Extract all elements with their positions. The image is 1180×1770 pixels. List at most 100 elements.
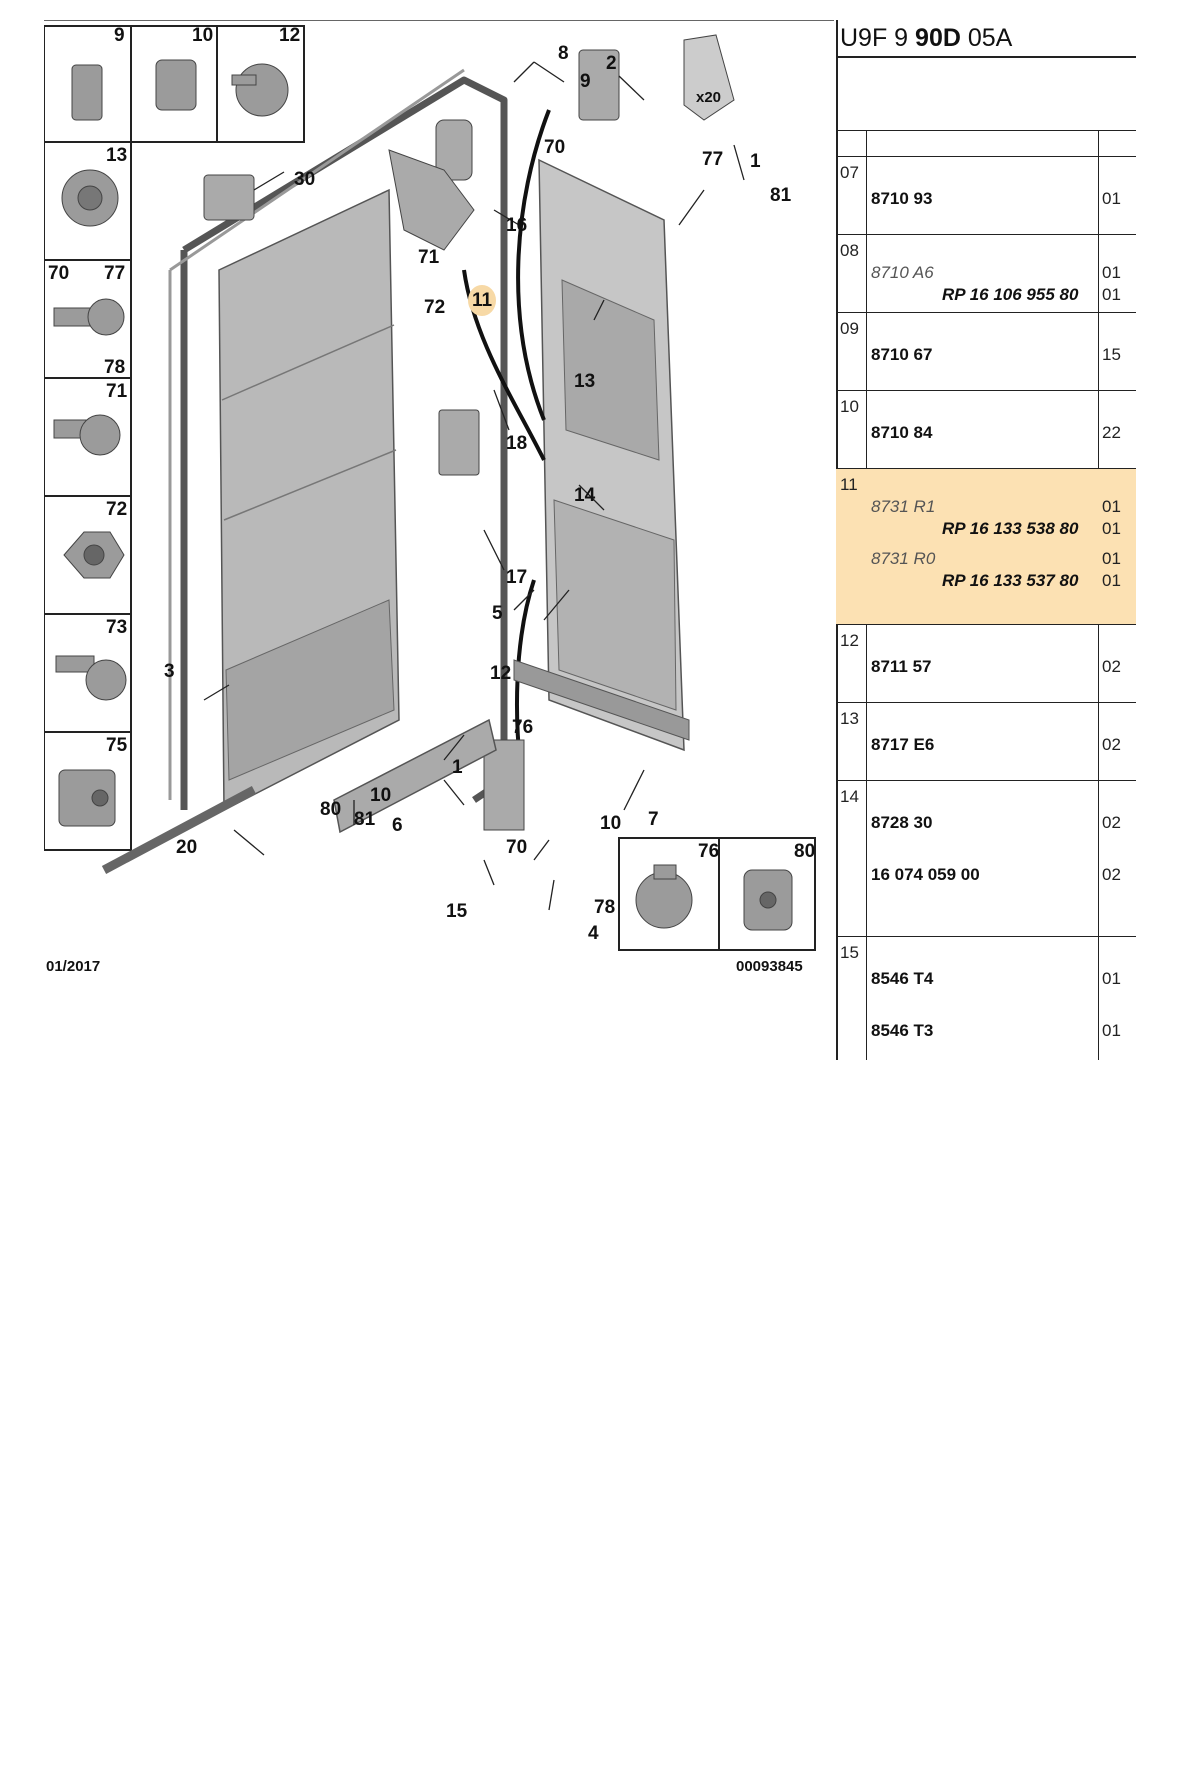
thumb-label: 12 — [279, 25, 301, 46]
part-ref-number: 11 — [840, 475, 858, 494]
part-ref-number: 07 — [840, 163, 859, 182]
parts-row[interactable]: 07 8710 93 01 — [836, 156, 1136, 235]
part-qty: 01 — [1102, 497, 1121, 516]
callout: 70 — [544, 137, 566, 158]
push-rivet-icon — [235, 63, 289, 117]
bolt-icon — [55, 655, 95, 673]
cap-icon — [635, 871, 693, 929]
part-qty: 01 — [1102, 285, 1121, 304]
callout: 78 — [594, 897, 616, 918]
bag-label: x20 — [696, 89, 722, 106]
part-qty: 15 — [1102, 345, 1121, 364]
thumb-label: 73 — [106, 617, 128, 638]
callout: 18 — [506, 433, 528, 454]
part-code: 8710 93 — [871, 189, 933, 208]
callout: 71 — [418, 247, 440, 268]
part-qty: 01 — [1102, 263, 1121, 282]
part-ref-number: 15 — [840, 943, 859, 962]
thumb-label: 70 — [48, 263, 70, 284]
diagram-date: 01/2017 — [46, 958, 101, 975]
part-ref-number: 09 — [840, 319, 859, 338]
clip-icon — [155, 59, 197, 111]
callout: 8 — [558, 43, 569, 64]
part-qty: 01 — [1102, 519, 1121, 538]
callout: 6 — [392, 815, 403, 836]
callout: 30 — [294, 169, 316, 190]
thumb-label: 75 — [106, 735, 128, 756]
exploded-diagram: 9 10 12 13 70 77 78 71 72 73 75 76 80 x2… — [44, 20, 834, 1060]
parts-row[interactable]: 14 8728 30 02 16 074 059 00 02 — [836, 780, 1136, 937]
callout: 7 — [648, 809, 659, 830]
callout: 2 — [606, 53, 617, 74]
part-qty: 02 — [1102, 657, 1121, 676]
thumb-label: 72 — [106, 499, 128, 520]
part-code: 8711 57 — [871, 657, 932, 676]
part-ref-number: 08 — [840, 241, 859, 260]
part-code: 8546 T4 — [871, 969, 934, 988]
part-qty: 02 — [1102, 865, 1121, 884]
part-qty: 02 — [1102, 813, 1121, 832]
thumb-label: 80 — [794, 841, 816, 862]
ref-suffix: 05A — [967, 24, 1013, 52]
ref-prefix: U9F 9 — [840, 24, 909, 52]
callout: 72 — [424, 297, 446, 318]
thumb-label: 10 — [192, 25, 214, 46]
callout: 80 — [320, 799, 342, 820]
callout: 20 — [176, 837, 198, 858]
thumb-label: 77 — [104, 263, 126, 284]
callout: 1 — [452, 757, 463, 778]
part-code: 8710 84 — [871, 423, 933, 442]
callout: 5 — [492, 603, 503, 624]
thumb-label: 71 — [106, 381, 128, 402]
callout: 3 — [164, 661, 175, 682]
thumb-label: 76 — [698, 841, 720, 862]
part-code: 16 074 059 00 — [871, 865, 980, 884]
callout: 13 — [574, 371, 596, 392]
part-code: 8731 R1 — [871, 497, 936, 516]
callout: 4 — [588, 923, 599, 944]
clip-nut-icon — [58, 769, 116, 827]
part-code: 8710 67 — [871, 345, 933, 364]
part-ref-number: 12 — [840, 631, 859, 650]
parts-row[interactable]: 15 8546 T4 01 8546 T3 01 — [836, 936, 1136, 1047]
callout: 16 — [506, 215, 528, 236]
callout: 70 — [506, 837, 528, 858]
part-qty: 01 — [1102, 549, 1121, 568]
callout: 81 — [354, 809, 376, 830]
part-rp-number: RP 16 133 538 80 — [942, 519, 1079, 538]
callout: 77 — [702, 149, 724, 170]
callout: 81 — [770, 185, 792, 206]
part-ref-number: 13 — [840, 709, 859, 728]
part-code: 8546 T3 — [871, 1021, 934, 1040]
thumb-label: 9 — [114, 25, 125, 46]
part-qty: 22 — [1102, 423, 1121, 442]
part-code: 8717 E6 — [871, 735, 935, 754]
callout-highlighted: 11 — [468, 285, 497, 316]
thumbnail-grid — [44, 25, 305, 851]
callout: 76 — [512, 717, 534, 738]
callout: 10 — [370, 785, 392, 806]
part-qty: 01 — [1102, 571, 1121, 590]
clip-icon — [71, 64, 103, 121]
callout: 12 — [490, 663, 512, 684]
door-exploded-drawing — [44, 20, 834, 951]
parts-row[interactable]: 10 8710 84 22 — [836, 390, 1136, 469]
catalog-reference: U9F 9 90D 05A — [840, 24, 1012, 53]
part-qty: 01 — [1102, 189, 1121, 208]
callout: 10 — [600, 813, 622, 834]
callout: 9 — [580, 71, 591, 92]
part-code: 8728 30 — [871, 813, 933, 832]
part-ref-number: 10 — [840, 397, 859, 416]
callout: 15 — [446, 901, 468, 922]
parts-row[interactable]: 12 8711 57 02 — [836, 624, 1136, 703]
part-qty: 01 — [1102, 1021, 1121, 1040]
parts-row[interactable]: 09 8710 67 15 — [836, 312, 1136, 391]
part-qty: 01 — [1102, 969, 1121, 988]
part-rp-number: RP 16 106 955 80 — [942, 285, 1079, 304]
thumb-label: 13 — [106, 145, 128, 166]
part-ref-number: 14 — [840, 787, 859, 806]
